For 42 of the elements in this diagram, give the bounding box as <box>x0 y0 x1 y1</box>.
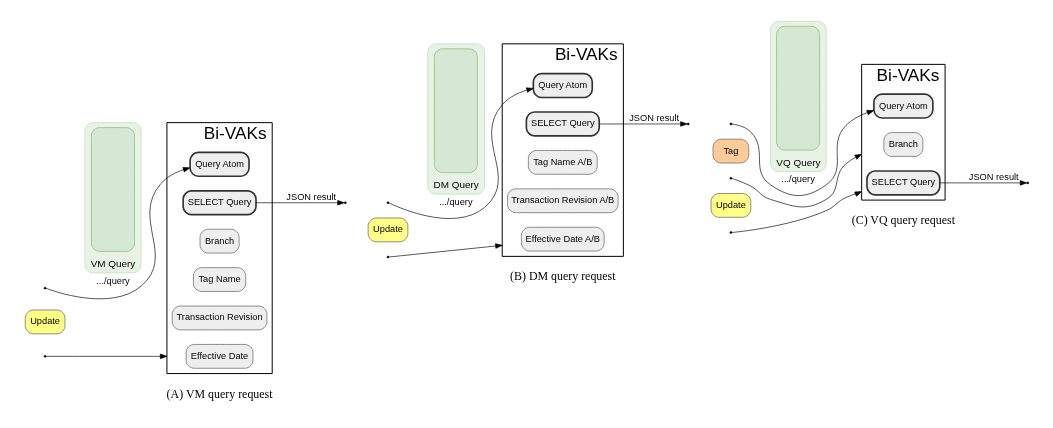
node-box: Query Atom <box>872 93 934 119</box>
node-box: Query Atom <box>188 151 250 178</box>
label: (B) DM query request <box>509 269 616 284</box>
edge-label: .../query <box>438 196 473 207</box>
arrow <box>45 353 167 359</box>
node-box: SELECT Query <box>525 111 600 137</box>
arrow <box>598 121 688 127</box>
node-box: SELECT Query <box>181 190 257 216</box>
node-box: Transaction Revision A/B <box>506 188 618 213</box>
edge-label: .../query <box>780 174 815 185</box>
edge-label: JSON result <box>285 192 336 203</box>
label: (A) VM query request <box>166 386 273 401</box>
node-box: Query Atom <box>532 72 593 99</box>
node-box: Branch <box>199 228 239 254</box>
arrow <box>45 167 190 300</box>
node-box: Effective Date A/B <box>520 226 604 252</box>
arrow <box>731 110 874 196</box>
arrow <box>731 154 862 208</box>
cluster: VM Query <box>84 122 141 274</box>
node-box: Effective Date <box>185 344 253 369</box>
node-box: Branch <box>883 132 923 157</box>
node-box: Update <box>710 193 751 218</box>
edge-label: JSON result <box>968 172 1019 183</box>
node-box: Tag Name <box>192 267 246 292</box>
node-box: Update <box>367 217 408 243</box>
node-box <box>90 127 135 252</box>
arrow <box>939 180 1027 186</box>
edge-label: JSON result <box>628 113 679 124</box>
node-box: SELECT Query <box>865 170 941 196</box>
arrow <box>255 200 345 206</box>
cluster: DM Query <box>426 43 485 195</box>
node-box: Update <box>24 309 65 335</box>
node-box: Tag <box>712 138 749 164</box>
arrow <box>731 191 862 233</box>
node-box: Tag Name A/B <box>527 150 598 175</box>
node-box <box>433 48 478 173</box>
label: (C) VQ query request <box>851 213 955 228</box>
edge-label: .../query <box>95 275 130 286</box>
cluster: VQ Query <box>769 21 827 172</box>
node-box: Transaction Revision <box>171 305 267 331</box>
node-box <box>775 25 820 151</box>
arrow <box>388 87 534 219</box>
